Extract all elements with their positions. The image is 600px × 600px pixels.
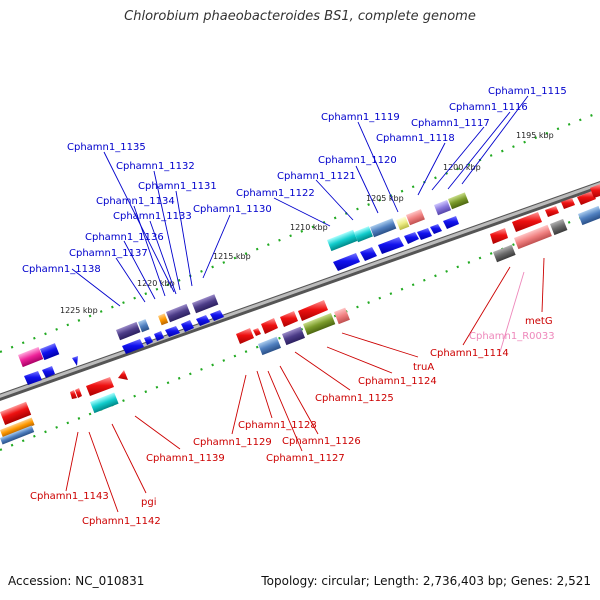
gene-label-cphamn1-1128[interactable]: Cphamn1_1128: [238, 420, 317, 431]
gene-label-cphamn1-1130[interactable]: Cphamn1_1130: [193, 204, 272, 215]
genome-summary-text: Topology: circular; Length: 2,736,403 bp…: [261, 574, 591, 588]
gene-label-cphamn1-1124[interactable]: Cphamn1_1124: [358, 376, 437, 387]
scale-label-1215: 1215 kbp: [213, 252, 251, 261]
gene-label-cphamn1-1127[interactable]: Cphamn1_1127: [266, 453, 345, 464]
gene-label-metg[interactable]: metG: [525, 316, 553, 327]
scale-label-1200: 1200 kbp: [443, 163, 481, 172]
gene-label-cphamn1-1135[interactable]: Cphamn1_1135: [67, 142, 146, 153]
tick-tracks: [0, 110, 600, 452]
reverse-leader-lines: [65, 257, 545, 513]
forward-gene-labels: Cphamn1_1115 Cphamn1_1116 Cphamn1_1117 C…: [22, 86, 567, 275]
gene-label-cphamn1-1125[interactable]: Cphamn1_1125: [315, 393, 394, 404]
gene-label-cphamn1-1114[interactable]: Cphamn1_1114: [430, 348, 509, 359]
scale-label-1210: 1210 kbp: [290, 223, 328, 232]
gene-label-cphamn1-1131[interactable]: Cphamn1_1131: [138, 181, 217, 192]
scale-labels: 1195 kbp 1200 kbp 1205 kbp 1210 kbp 1215…: [60, 131, 554, 315]
gene-label-cphamn1-1136[interactable]: Cphamn1_1136: [85, 232, 164, 243]
backbone: [0, 181, 600, 401]
gene-label-cphamn1-1121[interactable]: Cphamn1_1121: [277, 171, 356, 182]
gene-label-cphamn1-1118[interactable]: Cphamn1_1118: [376, 133, 455, 144]
gene-label-cphamn1-1133[interactable]: Cphamn1_1133: [113, 211, 192, 222]
gene-label-cphamn1-1134[interactable]: Cphamn1_1134: [96, 196, 175, 207]
gene-label-cphamn1-1132[interactable]: Cphamn1_1132: [116, 161, 195, 172]
gene-glyphs: [0, 184, 600, 445]
map-title: Chlorobium phaeobacteroides BS1, complet…: [124, 9, 476, 24]
gene-label-cphamn1-1115[interactable]: Cphamn1_1115: [488, 86, 567, 97]
forward-leader-lines: [71, 95, 529, 307]
gene-label-cphamn1-1122[interactable]: Cphamn1_1122: [236, 188, 315, 199]
gene-label-cphamn1-1116[interactable]: Cphamn1_1116: [449, 102, 528, 113]
gene-label-cphamn1-1117[interactable]: Cphamn1_1117: [411, 118, 490, 129]
scale-label-1205: 1205 kbp: [366, 194, 404, 203]
gene-label-cphamn1-1142[interactable]: Cphamn1_1142: [82, 516, 161, 527]
gene-label-cphamn1-r0033[interactable]: Cphamn1_R0033: [469, 331, 555, 342]
gene-label-cphamn1-1126[interactable]: Cphamn1_1126: [282, 436, 361, 447]
gene-label-trua[interactable]: truA: [413, 362, 434, 373]
scale-label-1225: 1225 kbp: [60, 306, 98, 315]
gene-label-cphamn1-1139[interactable]: Cphamn1_1139: [146, 453, 225, 464]
gene-label-cphamn1-1137[interactable]: Cphamn1_1137: [69, 248, 148, 259]
gene-label-cphamn1-1143[interactable]: Cphamn1_1143: [30, 491, 109, 502]
accession-text: Accession: NC_010831: [8, 574, 145, 588]
scale-label-1195: 1195 kbp: [516, 131, 554, 140]
reverse-gene-labels: metG Cphamn1_R0033 Cphamn1_1114 truA Cph…: [30, 316, 555, 527]
scale-label-1220: 1220 kbp: [137, 279, 175, 288]
gene-label-cphamn1-1120[interactable]: Cphamn1_1120: [318, 155, 397, 166]
gene-label-cphamn1-1129[interactable]: Cphamn1_1129: [193, 437, 272, 448]
gene-label-cphamn1-1138[interactable]: Cphamn1_1138: [22, 264, 101, 275]
gene-label-pgi[interactable]: pgi: [141, 497, 156, 508]
gene-label-cphamn1-1119[interactable]: Cphamn1_1119: [321, 112, 400, 123]
